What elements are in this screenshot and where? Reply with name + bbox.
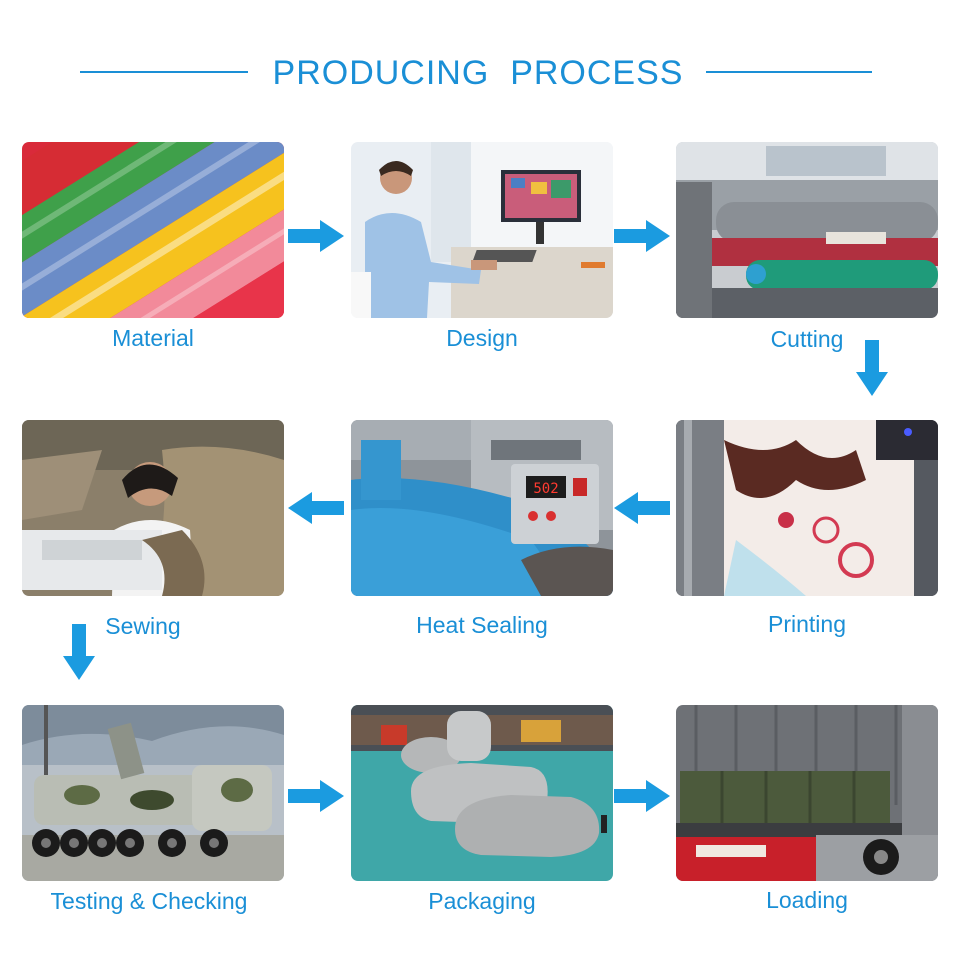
step-label-loading: Loading	[766, 887, 848, 913]
arrow-left-icon	[288, 492, 344, 524]
page-title: PRODUCING PROCESS	[272, 54, 684, 92]
material-photo	[22, 142, 284, 318]
testing-photo	[22, 705, 284, 881]
header: PRODUCING PROCESS	[0, 50, 960, 96]
step-label-design: Design	[446, 325, 518, 351]
arrow-right-icon	[614, 780, 670, 812]
cutting-photo	[676, 142, 938, 318]
step-label-cutting: Cutting	[770, 326, 844, 352]
arrow-right-icon	[288, 780, 344, 812]
step-label-packaging: Packaging	[428, 888, 536, 914]
title-divider-left	[80, 71, 248, 73]
step-label-printing: Printing	[768, 611, 846, 637]
design-photo	[351, 142, 613, 318]
step-label-material: Material	[112, 325, 194, 351]
arrow-down-icon	[63, 624, 95, 680]
arrow-right-icon	[614, 220, 670, 252]
arrow-right-icon	[288, 220, 344, 252]
heat-sealing-photo: 502	[351, 420, 613, 596]
step-label-heat-sealing: Heat Sealing	[416, 612, 548, 638]
arrow-down-icon	[856, 340, 888, 396]
step-label-sewing: Sewing	[105, 613, 181, 639]
temperature-display: 502	[533, 481, 558, 497]
step-label-testing-checking: Testing & Checking	[50, 888, 248, 914]
title-divider-right	[706, 71, 872, 73]
sewing-photo	[22, 420, 284, 596]
printing-photo	[676, 420, 938, 596]
loading-photo	[676, 705, 938, 881]
arrow-left-icon	[614, 492, 670, 524]
packaging-photo	[351, 705, 613, 881]
